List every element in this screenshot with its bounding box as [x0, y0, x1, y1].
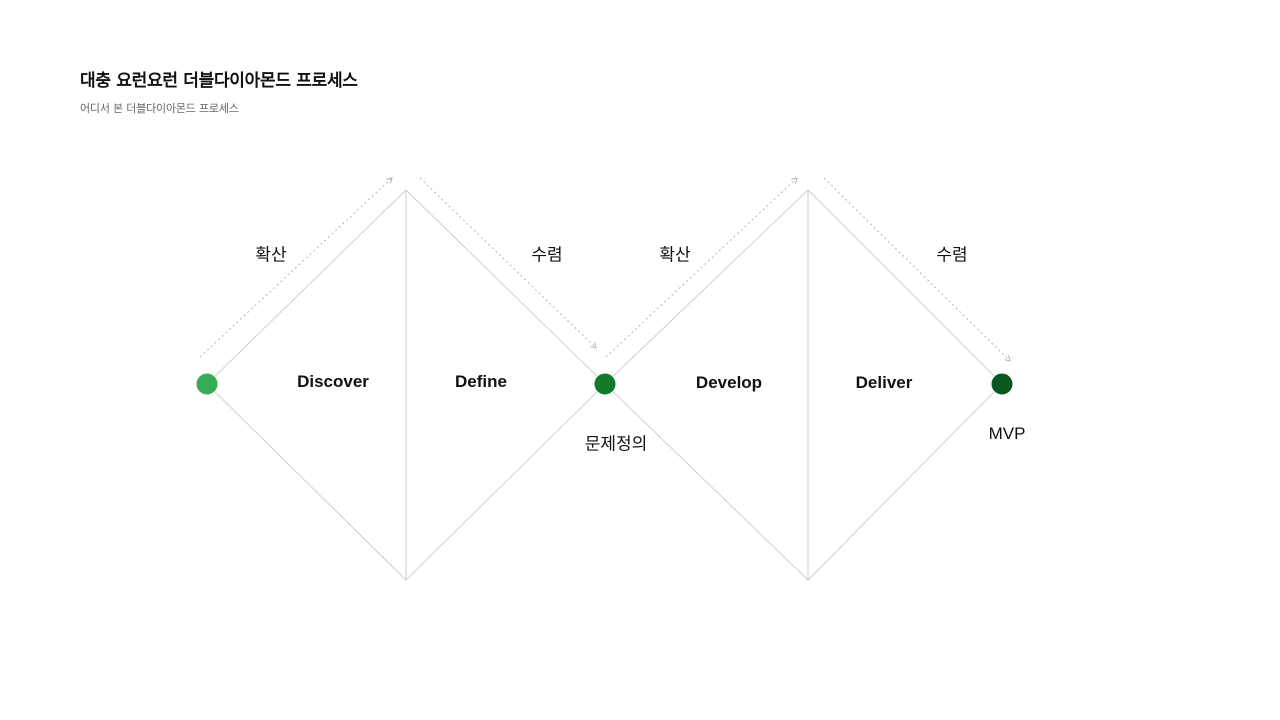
page-subtitle: 어디서 본 더블다이아몬드 프로세스: [80, 102, 239, 115]
action-label-diverge-1: 확산: [255, 245, 287, 266]
action-label-diverge-2: 확산: [659, 245, 691, 266]
milestone-label-problem-definition: 문제정의: [584, 434, 648, 455]
mvp-node: [990, 372, 1014, 396]
phase-label-define: Define: [455, 372, 507, 391]
problem-definition-node: [593, 372, 617, 396]
diverge-arrow-1: [199, 177, 393, 358]
action-label-converge-2: 수렴: [936, 245, 968, 266]
start-node: [195, 372, 219, 396]
phase-label-develop: Develop: [695, 373, 763, 392]
page-title: 대충 요런요런 더블다이아몬드 프로세스: [80, 71, 358, 91]
diverge-arrow-2: [605, 177, 798, 358]
milestone-label-mvp: MVP: [988, 424, 1026, 443]
action-label-converge-1: 수렴: [531, 245, 563, 266]
converge-arrow-1: [419, 177, 597, 349]
phase-label-discover: Discover: [297, 372, 369, 391]
converge-arrow-2: [823, 177, 1011, 362]
phase-label-deliver: Deliver: [855, 373, 913, 392]
